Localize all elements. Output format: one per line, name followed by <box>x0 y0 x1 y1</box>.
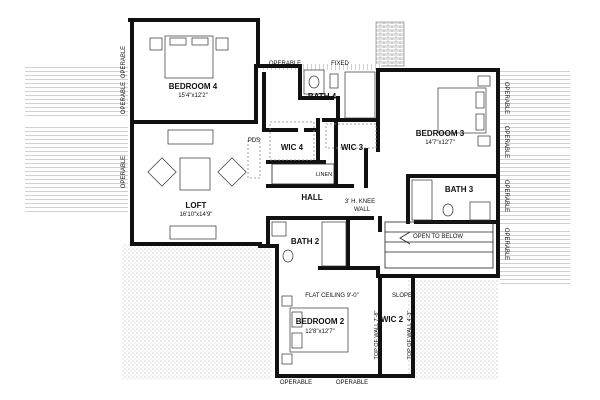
operable-left-lower: OPERABLE <box>121 156 127 188</box>
pds-shaft <box>247 137 261 179</box>
roof-top-strip <box>263 64 381 70</box>
roof-right-mid <box>500 155 570 225</box>
hall-label: HALL <box>301 193 322 202</box>
bedroom-2-label: BEDROOM 2 <box>296 317 345 326</box>
loft-dim: 16'10"x14'9" <box>180 212 213 218</box>
bath-2-label: BATH 2 <box>291 237 320 246</box>
flat-ceiling-label: FLAT CEILING 9'-0" <box>305 293 358 299</box>
bedroom-2-dim: 12'8"x12'7" <box>305 329 335 335</box>
operable-top-label: OPERABLE <box>269 61 301 67</box>
roof-bottom-right <box>408 280 498 380</box>
bath-3-fixtures <box>411 179 491 221</box>
bath-4-fixtures <box>303 69 376 119</box>
operable-left-upper: OPERABLE <box>121 46 127 78</box>
knee-wall-label-2: WALL <box>354 207 371 213</box>
operable-right-4: OPERABLE <box>503 228 509 260</box>
roof-right-lower <box>500 228 570 286</box>
pds-label: PDS <box>248 138 260 144</box>
wic-2-label: WIC 2 <box>381 315 404 324</box>
loft-furniture <box>147 129 247 240</box>
roof-left-lower <box>25 125 128 215</box>
bed-bedroom-3 <box>437 75 491 147</box>
loft-label: LOFT <box>186 201 207 210</box>
bed-bedroom-4 <box>149 35 229 79</box>
bedroom-4-label: BEDROOM 4 <box>169 82 218 91</box>
bedroom-3-dim: 14'7"x12'7" <box>425 140 455 146</box>
operable-left-mid: OPERABLE <box>121 82 127 114</box>
linen-closet <box>271 163 335 185</box>
wic-4-label: WIC 4 <box>281 143 304 152</box>
operable-right-3: OPERABLE <box>503 180 509 212</box>
bath-3-label: BATH 3 <box>445 185 474 194</box>
operable-bottom-left: OPERABLE <box>280 380 312 386</box>
bath-4-label: BATH 4 <box>308 92 337 101</box>
fixed-label: FIXED <box>331 61 349 67</box>
roof-bottom-left <box>122 244 272 380</box>
bedroom-4-dim: 15'4"x12'2" <box>178 93 208 99</box>
roof-right-upper <box>500 68 570 150</box>
top-of-wall-left: TOP OF WALL 7'-8" <box>374 311 380 360</box>
chimney <box>375 21 405 67</box>
open-to-below-label: OPEN TO BELOW <box>413 234 463 240</box>
top-of-wall-right: TOP OF WALL 4'-3" <box>407 311 413 360</box>
exterior-walls <box>128 18 500 378</box>
bath-2-fixtures <box>271 221 347 267</box>
operable-right-2: OPERABLE <box>503 126 509 158</box>
bed-bedroom-2 <box>281 295 349 365</box>
bedroom-3-label: BEDROOM 3 <box>416 129 465 138</box>
knee-wall-label-1: 3' H. KNEE <box>345 199 375 205</box>
wic-3-label: WIC 3 <box>341 143 364 152</box>
operable-bottom-right: OPERABLE <box>336 380 368 386</box>
slope-label: SLOPE <box>392 293 412 299</box>
linen-label: LINEN <box>316 172 332 178</box>
roof-left-upper <box>25 65 128 118</box>
stair-rail <box>384 221 494 269</box>
operable-right-1: OPERABLE <box>503 82 509 114</box>
